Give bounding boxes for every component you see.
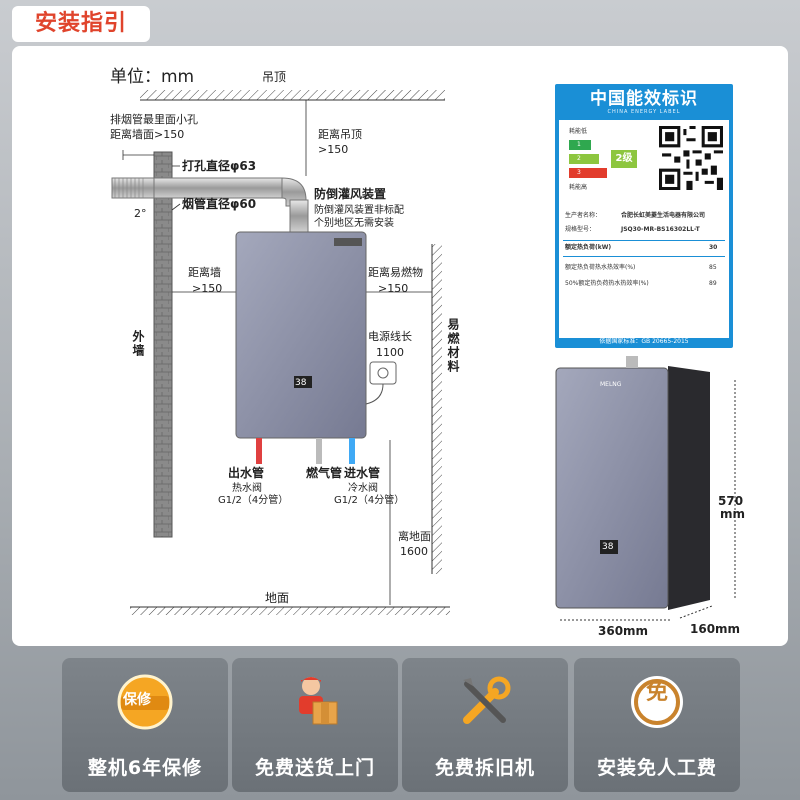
diagram-display: 38	[295, 378, 307, 388]
service-card-free-install: 免 安装免人工费	[574, 658, 740, 792]
service-card-delivery: 免费送货上门	[232, 658, 398, 792]
product-brand: MELNG	[600, 381, 622, 388]
product-height: 570	[718, 494, 744, 508]
dist-flam-value: >150	[378, 282, 409, 295]
row-value-1: 85	[709, 264, 717, 271]
dist-wall-value: >150	[192, 282, 223, 295]
product-height-unit: mm	[720, 507, 746, 521]
dimension-lines	[122, 100, 432, 605]
ceiling	[140, 90, 445, 101]
product-display: 38	[602, 542, 614, 552]
slope-label: 2°	[134, 207, 147, 220]
row-label-2: 50%额定热负荷热水热效率(%)	[565, 280, 649, 287]
height-label: 离地面	[398, 530, 431, 543]
outer-wall	[153, 151, 173, 538]
service-label: 免费送货上门	[254, 757, 375, 779]
height-value: 1600	[400, 545, 428, 558]
dist-ceiling-value: >150	[318, 143, 349, 156]
energy-label-subtitle: CHINA ENERGY LABEL	[607, 109, 681, 115]
level-bar-2: 2	[569, 154, 599, 164]
energy-high: 耗能高	[569, 184, 588, 191]
service-card-warranty: 保修 整机6年保修	[62, 658, 228, 792]
page-title: 安装指引	[12, 6, 150, 42]
outlet-sub1: 热水阀	[232, 483, 262, 494]
service-card-removal: 免费拆旧机	[402, 658, 568, 792]
flue-hole-dist: 距离墙面>150	[110, 128, 185, 141]
anti-wind-note2: 个别地区无需安装	[314, 218, 394, 229]
ceiling-label: 吊顶	[262, 70, 287, 84]
row-label-0: 额定热负荷(kW)	[565, 244, 612, 251]
flue-hole-note: 排烟管最里面小孔	[110, 113, 198, 126]
maker-label: 生产者名称：	[565, 212, 602, 219]
heater-diagram	[235, 231, 367, 439]
product-heater	[555, 356, 736, 621]
row-value-2: 89	[709, 280, 717, 287]
delivery-person-icon	[299, 677, 338, 725]
dist-wall-label: 距离墙	[188, 266, 221, 279]
inlet-label: 进水管	[344, 466, 381, 480]
power-outlet	[365, 361, 397, 405]
pipe-diameter: 烟管直径φ60	[182, 197, 257, 211]
free-badge-text: 免	[646, 680, 669, 705]
flue-pipe	[111, 177, 309, 233]
maker-name: 合肥长虹美菱生活电器有限公司	[621, 212, 706, 219]
anti-wind-label: 防倒灌风装置	[314, 187, 387, 201]
floor-label: 地面	[265, 591, 290, 605]
service-label: 安装免人工费	[596, 757, 717, 779]
row-label-1: 额定热负荷热水热效率(%)	[565, 264, 636, 271]
level-bar-1: 1	[569, 140, 591, 150]
outer-wall-label: 外墙	[131, 330, 145, 358]
warranty-badge-text: 保修	[123, 692, 151, 708]
warranty-badge-icon	[117, 674, 173, 730]
drill-diameter: 打孔直径φ63	[182, 159, 257, 173]
free-badge-icon	[631, 676, 683, 728]
energy-label: 中国能效标识 CHINA ENERGY LABEL 耗能低 1 2 3 2级 耗…	[555, 84, 733, 348]
service-label: 免费拆旧机	[434, 757, 535, 779]
outlet-label: 出水管	[228, 466, 265, 480]
product-depth: 160mm	[690, 622, 741, 636]
heater-pipes	[256, 438, 355, 464]
divider	[563, 240, 725, 241]
outlet-sub2: G1/2（4分管）	[218, 495, 289, 506]
divider	[563, 256, 725, 257]
unit-label: 单位：mm	[110, 67, 195, 87]
model-label: 规格型号：	[565, 226, 596, 233]
dist-ceiling-label: 距离吊顶	[318, 128, 362, 141]
row-value-0: 30	[709, 244, 718, 251]
power-cord-label: 电源线长	[368, 330, 412, 343]
energy-grade: 2级	[611, 150, 637, 168]
energy-label-title: 中国能效标识	[590, 89, 698, 109]
combustible-label: 易燃材料	[446, 318, 460, 374]
inlet-sub2: G1/2（4分管）	[334, 495, 405, 506]
model-name: JSQ30-MR-BS16302LL-T	[621, 226, 700, 233]
level-bar-3: 3	[569, 168, 607, 178]
tools-icon	[463, 676, 511, 724]
gas-label: 燃气管	[306, 466, 343, 480]
floor	[130, 606, 450, 615]
service-label: 整机6年保修	[87, 757, 203, 779]
energy-low: 耗能低	[569, 128, 588, 135]
inlet-sub1: 冷水阀	[348, 483, 378, 494]
power-cord-value: 1100	[376, 346, 404, 359]
product-width: 360mm	[598, 624, 649, 638]
dist-flam-label: 距离易燃物	[368, 266, 423, 279]
energy-label-body: 耗能低 1 2 3 2级 耗能高 生产者名称： 合肥长虹美菱生活电器有限公司 规…	[559, 120, 729, 338]
qr-code-icon	[659, 126, 723, 190]
combustible-wall	[431, 244, 442, 574]
anti-wind-note1: 防倒灌风装置非标配	[314, 205, 404, 216]
energy-label-footer: 依据国家标准：GB 20665-2015	[599, 338, 689, 345]
